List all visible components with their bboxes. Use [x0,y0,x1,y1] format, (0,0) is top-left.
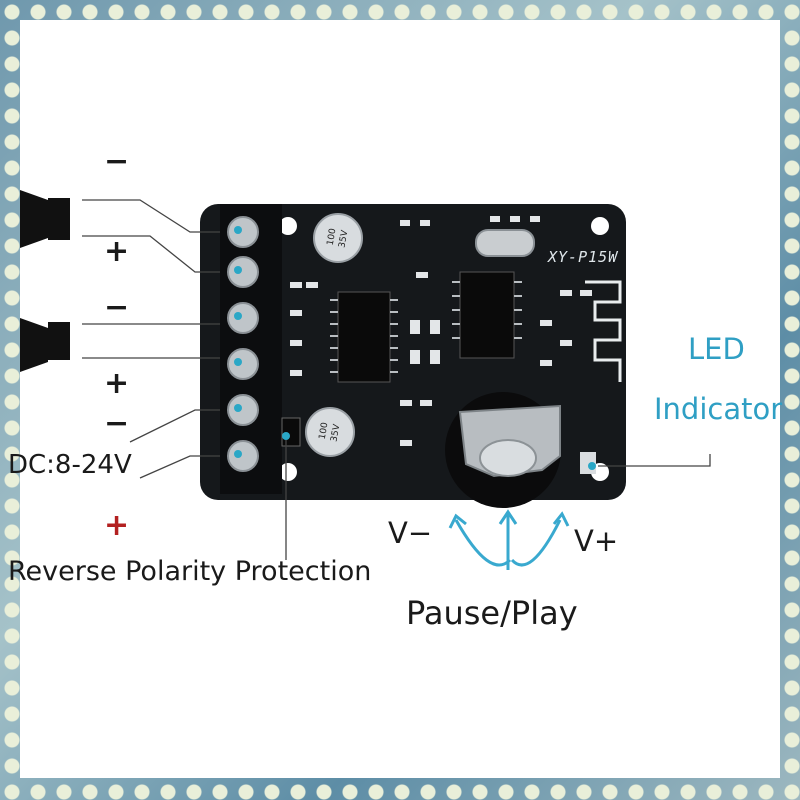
capacitor-bottom: 100 35V [305,407,355,457]
svg-text:35V: 35V [329,423,342,443]
leader-lines [82,199,711,560]
volume-up-label: V+ [574,524,619,558]
speaker1-plus-label: + [104,234,130,269]
svg-text:100: 100 [326,227,339,246]
svg-text:100: 100 [318,421,331,440]
pcb-board: 100 35V 100 35V [200,204,626,508]
svg-text:35V: 35V [337,229,350,249]
product-image-panel: 100 35V 100 35V [8,20,783,778]
led-label-line1: LED [688,332,745,366]
speaker2-minus-label: − [104,290,130,325]
speaker2-plus-label: + [104,366,130,401]
power-minus-label: − [104,406,130,441]
reverse-polarity-label: Reverse Polarity Protection [8,556,372,587]
speaker-icon-2 [20,318,70,372]
dc-voltage-label: DC:8-24V [8,450,132,480]
board-illustration: 100 35V 100 35V [20,190,711,570]
speaker-icon-1 [20,190,70,248]
board-model-label: XY-P15W [548,248,619,266]
led-label-line2: Indicator [654,392,783,426]
power-plus-label: + [104,508,130,543]
pause-play-label: Pause/Play [406,594,578,632]
speaker1-minus-label: − [104,144,130,179]
capacitor-top: 100 35V [313,213,363,263]
volume-down-label: V− [388,516,433,550]
knob-arrows [448,509,570,570]
